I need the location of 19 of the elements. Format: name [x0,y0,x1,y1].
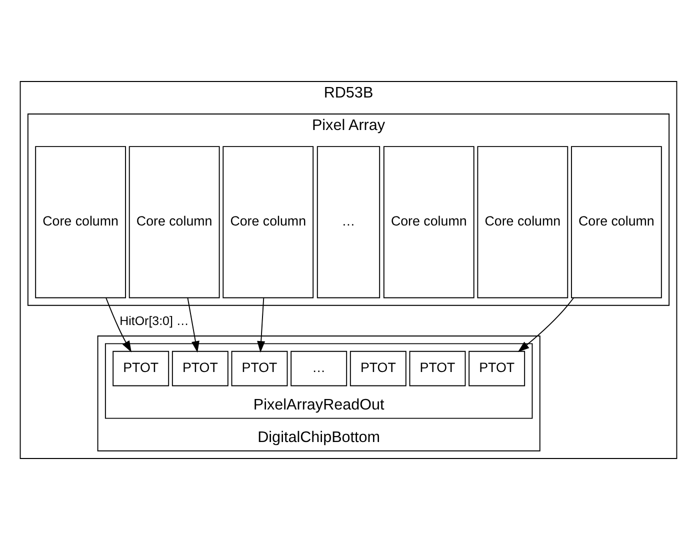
edge-label: HitOr[3:0] … [120,314,189,328]
node-box: PTOT [112,350,170,386]
node-box: PTOT [350,350,406,386]
arrow [257,297,266,353]
node-box: PTOT [172,350,228,386]
node-box: Core column [222,146,314,298]
node-box: PTOT [409,350,466,386]
node-box: Core column [128,146,220,298]
node-box: Core column [570,146,662,298]
node-box: PTOT [468,350,526,386]
arrow [187,297,200,353]
node-box: Core column [477,146,568,298]
node-box: … [316,146,380,298]
node-box: PTOT [231,350,288,386]
node-box: … [290,350,348,386]
arrow [518,297,574,352]
node-box: Core column [383,146,474,298]
node-box: Core column [35,146,126,298]
arrow [106,297,132,352]
